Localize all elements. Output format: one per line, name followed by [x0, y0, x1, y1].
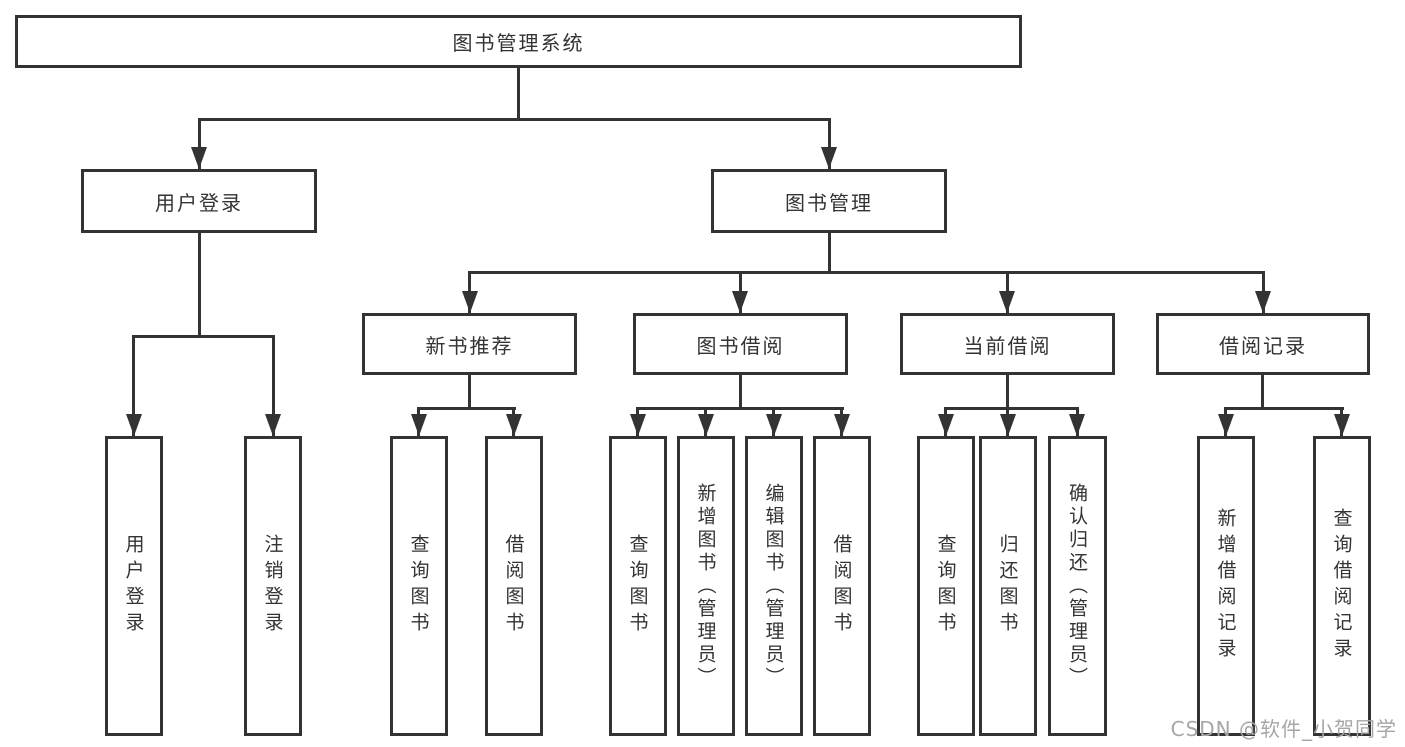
node-current-borrowing-label: 当前借阅 [963, 333, 1052, 358]
connector-line [272, 335, 275, 436]
connector-line [828, 233, 831, 271]
connector-line [636, 407, 844, 410]
connector-arrowhead-icon [1218, 414, 1234, 436]
leaf-current-confirm-return-admin: 确认归还（管理员） [1048, 436, 1107, 736]
leaf-borrowing-edit-books-admin-label: 编辑图书（管理员） [762, 482, 785, 690]
connector-line [468, 271, 1265, 274]
connector-arrowhead-icon [1000, 414, 1016, 436]
node-book-management-label: 图书管理 [785, 190, 873, 215]
connector-line [1224, 407, 1344, 410]
csdn-watermark: CSDN @软件_小贺同学 [1170, 717, 1397, 741]
connector-arrowhead-icon [999, 291, 1015, 313]
leaf-recommend-query-books: 查询图书 [390, 436, 448, 736]
connector-arrowhead-icon [506, 414, 522, 436]
leaf-records-add-borrow-record: 新增借阅记录 [1197, 436, 1255, 736]
connector-arrowhead-icon [1255, 291, 1271, 313]
leaf-borrowing-add-books-admin-label: 新增图书（管理员） [694, 482, 717, 690]
leaf-recommend-borrow-books-label: 借阅图书 [502, 534, 525, 638]
leaf-borrowing-query-books: 查询图书 [609, 436, 667, 736]
leaf-current-confirm-return-admin-label: 确认归还（管理员） [1066, 482, 1088, 690]
connector-line [739, 375, 742, 407]
leaf-logout: 注销登录 [244, 436, 302, 736]
leaf-current-return-books-label: 归还图书 [996, 534, 1019, 638]
connector-line [517, 68, 520, 118]
connector-line [1261, 375, 1264, 407]
connector-arrowhead-icon [834, 414, 850, 436]
connector-line [198, 118, 831, 121]
node-root-label: 图书管理系统 [452, 31, 585, 55]
connector-line [417, 407, 516, 410]
connector-line [468, 375, 471, 407]
connector-arrowhead-icon [821, 147, 837, 169]
connector-arrowhead-icon [732, 291, 748, 313]
leaf-user-login: 用户登录 [105, 436, 163, 736]
leaf-borrowing-borrow-books-label: 借阅图书 [830, 534, 853, 638]
node-borrow-records: 借阅记录 [1156, 313, 1370, 375]
connector-line [1006, 375, 1009, 407]
leaf-recommend-borrow-books: 借阅图书 [485, 436, 543, 736]
leaf-borrowing-query-books-label: 查询图书 [626, 534, 649, 638]
connector-arrowhead-icon [126, 414, 142, 436]
leaf-current-query-books: 查询图书 [917, 436, 975, 736]
connector-arrowhead-icon [766, 414, 782, 436]
leaf-borrowing-edit-books-admin: 编辑图书（管理员） [745, 436, 803, 736]
connector-arrowhead-icon [938, 414, 954, 436]
connector-arrowhead-icon [191, 147, 207, 169]
leaf-borrowing-add-books-admin: 新增图书（管理员） [677, 436, 735, 736]
connector-line [198, 233, 201, 335]
connector-arrowhead-icon [698, 414, 714, 436]
connector-line [132, 335, 275, 338]
connector-arrowhead-icon [1334, 414, 1350, 436]
connector-arrowhead-icon [630, 414, 646, 436]
connector-line [828, 118, 831, 169]
node-new-book-recommend: 新书推荐 [362, 313, 577, 375]
connector-arrowhead-icon [265, 414, 281, 436]
node-borrow-records-label: 借阅记录 [1219, 333, 1307, 358]
connector-line [198, 118, 201, 169]
connector-arrowhead-icon [462, 291, 478, 313]
node-book-borrowing: 图书借阅 [633, 313, 848, 375]
node-user-login: 用户登录 [81, 169, 317, 233]
node-book-management: 图书管理 [711, 169, 947, 233]
connector-line [132, 335, 135, 436]
connector-arrowhead-icon [411, 414, 427, 436]
node-root: 图书管理系统 [15, 15, 1022, 68]
node-book-borrowing-label: 图书借阅 [696, 333, 785, 358]
leaf-borrowing-borrow-books: 借阅图书 [813, 436, 871, 736]
leaf-logout-label: 注销登录 [261, 534, 284, 638]
leaf-current-query-books-label: 查询图书 [934, 534, 957, 638]
leaf-records-query-borrow-record-label: 查询借阅记录 [1330, 508, 1353, 664]
leaf-current-return-books: 归还图书 [979, 436, 1037, 736]
node-new-book-recommend-label: 新书推荐 [425, 333, 514, 358]
leaf-recommend-query-books-label: 查询图书 [407, 534, 430, 638]
connector-arrowhead-icon [1069, 414, 1085, 436]
leaf-records-add-borrow-record-label: 新增借阅记录 [1214, 508, 1237, 664]
node-user-login-label: 用户登录 [155, 190, 243, 215]
leaf-records-query-borrow-record: 查询借阅记录 [1313, 436, 1371, 736]
connector-line [944, 407, 1079, 410]
node-current-borrowing: 当前借阅 [900, 313, 1115, 375]
leaf-user-login-label: 用户登录 [122, 534, 145, 638]
